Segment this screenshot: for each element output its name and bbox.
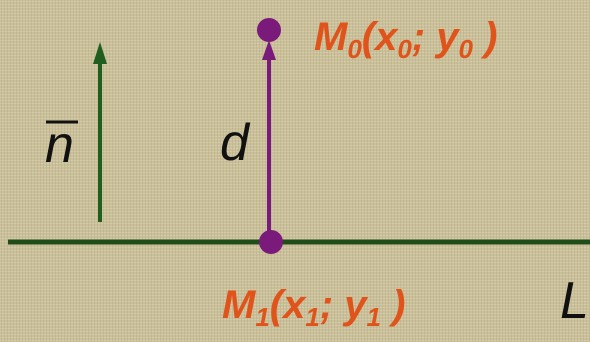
label-M1-y-index: 1 (367, 302, 381, 332)
label-M0-close: ) (473, 15, 497, 59)
label-M0-open: (x (362, 15, 399, 59)
label-M1: M1(x1; y1 ) (222, 283, 405, 332)
label-distance-d: d (220, 114, 251, 172)
label-M1-sep: ; y (320, 283, 368, 327)
label-M0-x-index: 0 (397, 34, 412, 64)
label-M0-y-index: 0 (459, 34, 474, 64)
normal-vector-arrowhead (93, 42, 107, 64)
label-M1-base: M (222, 283, 257, 327)
label-M1-close: ) (381, 283, 405, 327)
label-M1-index: 1 (255, 302, 269, 332)
label-M0-index: 0 (347, 34, 362, 64)
label-normal-n: n (45, 116, 74, 174)
point-M0 (257, 18, 281, 42)
label-M1-x-index: 1 (305, 302, 319, 332)
point-M1 (259, 230, 283, 254)
label-M0: M0(x0; y0 ) (314, 15, 497, 64)
label-M1-open: (x (270, 283, 307, 327)
distance-segment-arrowhead (262, 40, 276, 60)
label-M0-base: M (314, 15, 349, 59)
label-line-L: L (560, 272, 589, 330)
label-M0-sep: ; y (412, 15, 460, 59)
